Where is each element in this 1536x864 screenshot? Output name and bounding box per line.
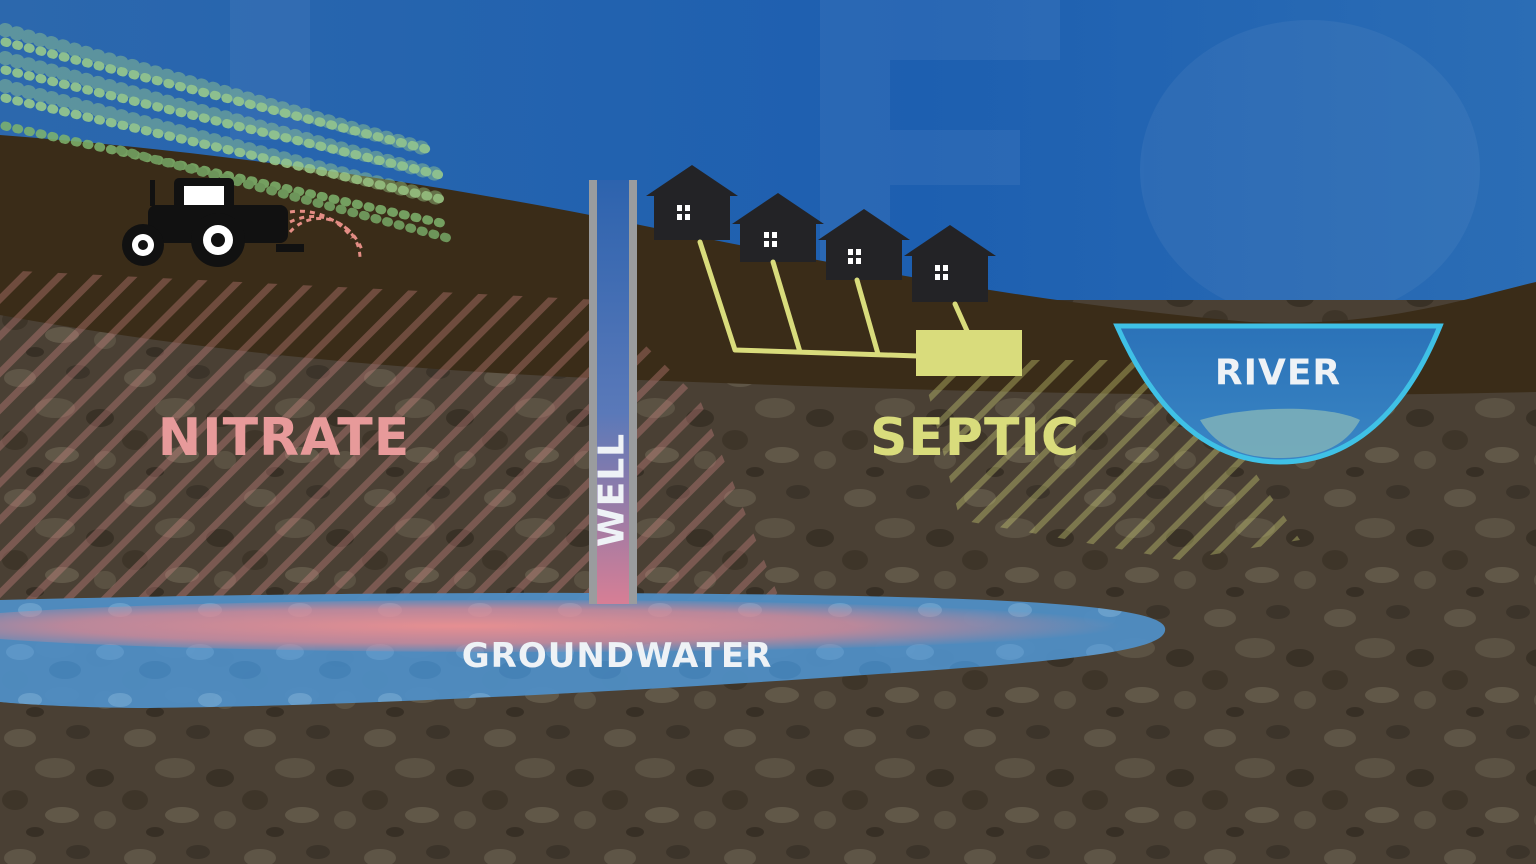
well-shaft xyxy=(589,180,637,604)
river-label: RIVER xyxy=(1214,352,1342,394)
house-icon xyxy=(904,225,996,302)
groundwater-label: GROUNDWATER xyxy=(461,636,773,676)
septic-tank xyxy=(916,330,1022,376)
well-label: WELL xyxy=(591,432,633,548)
background-watermark xyxy=(230,0,1480,320)
houses xyxy=(646,165,996,302)
river xyxy=(1113,323,1444,465)
nitrate-plume xyxy=(0,600,1120,652)
house-icon xyxy=(646,165,738,240)
nitrate-label: NITRATE xyxy=(157,408,411,468)
tractor-icon xyxy=(122,178,364,267)
house-icon xyxy=(818,209,910,280)
crop-field xyxy=(0,23,460,245)
septic-system xyxy=(697,239,1022,376)
nitrate-contamination-zone xyxy=(0,270,780,600)
septic-label: SEPTIC xyxy=(869,408,1081,468)
house-icon xyxy=(732,193,824,262)
